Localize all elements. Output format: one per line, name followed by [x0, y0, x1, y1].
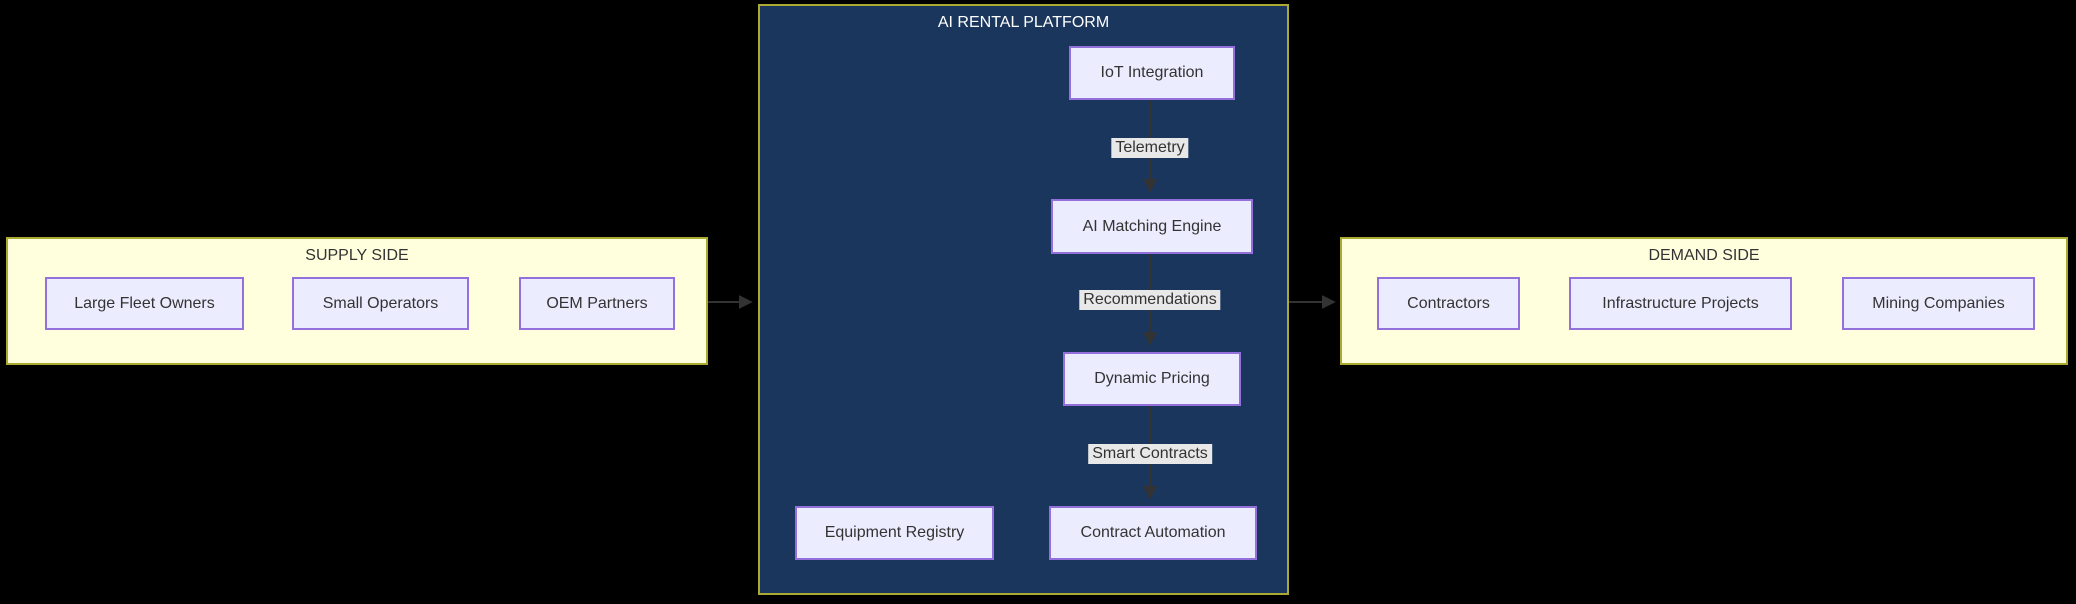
node-contractors: Contractors: [1377, 277, 1520, 330]
cluster-supply-title: SUPPLY SIDE: [305, 247, 409, 264]
node-label: Infrastructure Projects: [1602, 294, 1759, 312]
node-label: Contract Automation: [1080, 524, 1226, 541]
node-infrastructure-projects: Infrastructure Projects: [1569, 277, 1792, 330]
node-label: Large Fleet Owners: [74, 294, 215, 312]
cluster-demand-title: DEMAND SIDE: [1648, 247, 1760, 264]
node-label: Equipment Registry: [824, 524, 965, 541]
edge-label-telemetry: Telemetry: [1111, 138, 1189, 158]
node-small-operators: Small Operators: [292, 277, 469, 330]
node-label: AI Matching Engine: [1082, 217, 1222, 235]
edge-label-smart-contracts: Smart Contracts: [1088, 444, 1212, 464]
node-large-fleet-owners: Large Fleet Owners: [45, 277, 244, 330]
node-iot-integration: IoT Integration: [1069, 46, 1235, 100]
cluster-demand-side: DEMAND SIDE Contractors Infrastructure P…: [1340, 237, 2068, 365]
cluster-platform-title: AI RENTAL PLATFORM: [937, 14, 1110, 31]
edge-label-recommendations: Recommendations: [1079, 290, 1221, 310]
node-label: IoT Integration: [1100, 64, 1204, 81]
node-label: OEM Partners: [546, 294, 648, 312]
node-label: Dynamic Pricing: [1094, 370, 1210, 387]
cluster-supply-side: SUPPLY SIDE Large Fleet Owners Small Ope…: [6, 237, 708, 365]
node-equipment-registry: Equipment Registry: [795, 506, 994, 560]
node-ai-matching-engine: AI Matching Engine: [1051, 199, 1253, 254]
node-label: Contractors: [1407, 294, 1490, 312]
node-oem-partners: OEM Partners: [519, 277, 675, 330]
node-dynamic-pricing: Dynamic Pricing: [1063, 352, 1241, 406]
node-label: Mining Companies: [1872, 294, 2005, 312]
node-mining-companies: Mining Companies: [1842, 277, 2035, 330]
node-label: Small Operators: [322, 294, 439, 312]
node-contract-automation: Contract Automation: [1049, 506, 1257, 560]
